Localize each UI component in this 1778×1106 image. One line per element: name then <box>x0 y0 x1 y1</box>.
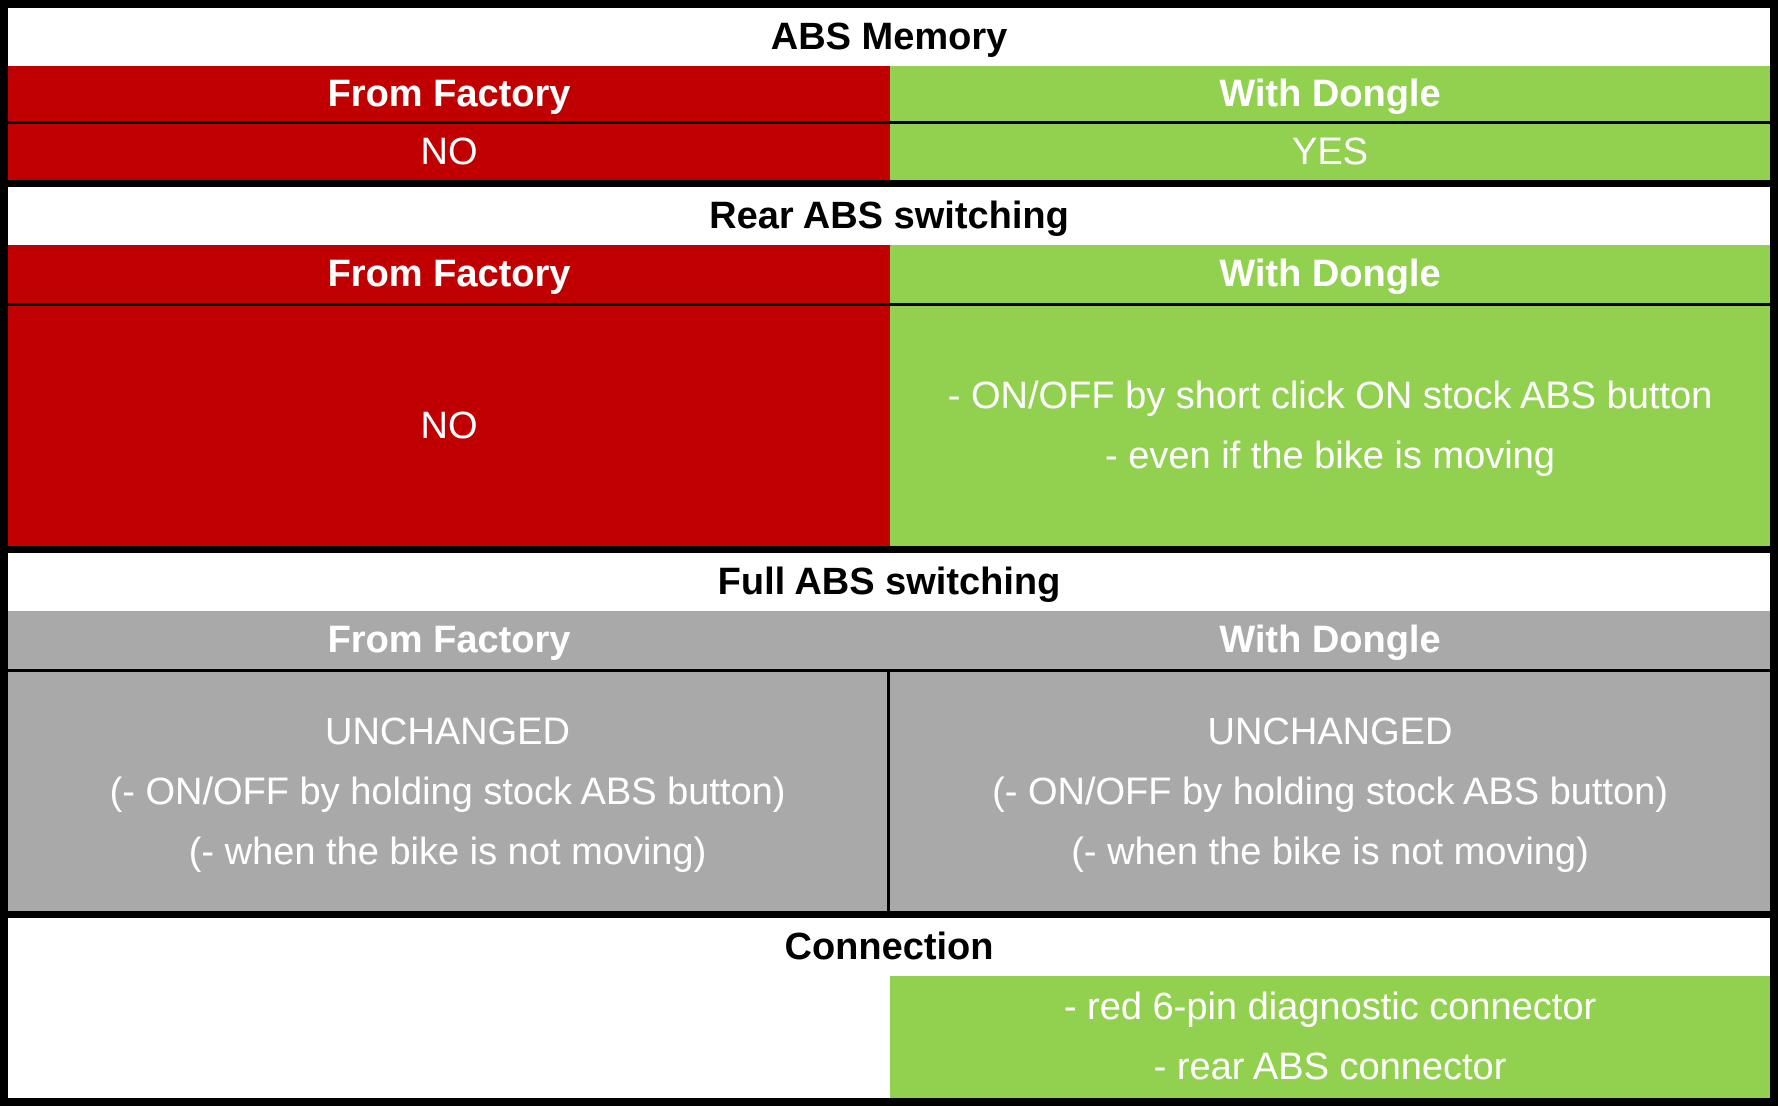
full-abs-factory-line-2: (- ON/OFF by holding stock ABS button) <box>109 770 786 813</box>
full-abs-header-row: From Factory With Dongle <box>8 611 1770 672</box>
value-factory-abs-memory: NO <box>8 124 890 180</box>
rear-abs-dongle-line-2: - even if the bike is moving <box>1105 435 1555 477</box>
value-factory-connection <box>8 976 890 1098</box>
header-with-dongle: With Dongle <box>890 66 1770 121</box>
section-title-rear-abs: Rear ABS switching <box>8 187 1770 245</box>
connection-dongle-line-1: - red 6-pin diagnostic connector <box>1063 986 1597 1028</box>
header-with-dongle: With Dongle <box>890 611 1770 669</box>
value-dongle-abs-memory: YES <box>890 124 1770 180</box>
connection-title-row: Connection <box>8 918 1770 976</box>
value-factory-rear-abs: NO <box>8 306 890 546</box>
full-abs-dongle-line-2: (- ON/OFF by holding stock ABS button) <box>992 770 1668 813</box>
abs-memory-header-row: From Factory With Dongle <box>8 66 1770 124</box>
section-title-abs-memory: ABS Memory <box>8 8 1770 66</box>
rear-abs-value-row: NO - ON/OFF by short click ON stock ABS … <box>8 306 1770 553</box>
header-with-dongle: With Dongle <box>890 245 1770 303</box>
full-abs-dongle-line-1: UNCHANGED <box>1207 710 1453 753</box>
header-from-factory: From Factory <box>8 245 890 303</box>
full-abs-factory-line-1: UNCHANGED <box>325 710 570 753</box>
header-from-factory: From Factory <box>8 611 890 669</box>
section-title-full-abs: Full ABS switching <box>8 553 1770 611</box>
rear-abs-dongle-line-1: - ON/OFF by short click ON stock ABS but… <box>947 375 1713 417</box>
connection-value-row: - red 6-pin diagnostic connector - rear … <box>8 976 1770 1098</box>
rear-abs-header-row: From Factory With Dongle <box>8 245 1770 306</box>
abs-memory-value-row: NO YES <box>8 124 1770 187</box>
rear-abs-title-row: Rear ABS switching <box>8 187 1770 245</box>
connection-dongle-line-2: - rear ABS connector <box>1153 1046 1507 1088</box>
value-dongle-connection: - red 6-pin diagnostic connector - rear … <box>890 976 1770 1098</box>
full-abs-factory-line-3: (- when the bike is not moving) <box>188 830 707 873</box>
value-dongle-rear-abs: - ON/OFF by short click ON stock ABS but… <box>890 306 1770 546</box>
full-abs-title-row: Full ABS switching <box>8 553 1770 611</box>
full-abs-value-row: UNCHANGED (- ON/OFF by holding stock ABS… <box>8 672 1770 918</box>
value-dongle-full-abs: UNCHANGED (- ON/OFF by holding stock ABS… <box>890 672 1770 911</box>
header-from-factory: From Factory <box>8 66 890 121</box>
full-abs-dongle-line-3: (- when the bike is not moving) <box>1071 830 1589 873</box>
value-factory-full-abs: UNCHANGED (- ON/OFF by holding stock ABS… <box>8 672 890 911</box>
section-title-connection: Connection <box>8 918 1770 976</box>
abs-memory-title-row: ABS Memory <box>8 8 1770 66</box>
